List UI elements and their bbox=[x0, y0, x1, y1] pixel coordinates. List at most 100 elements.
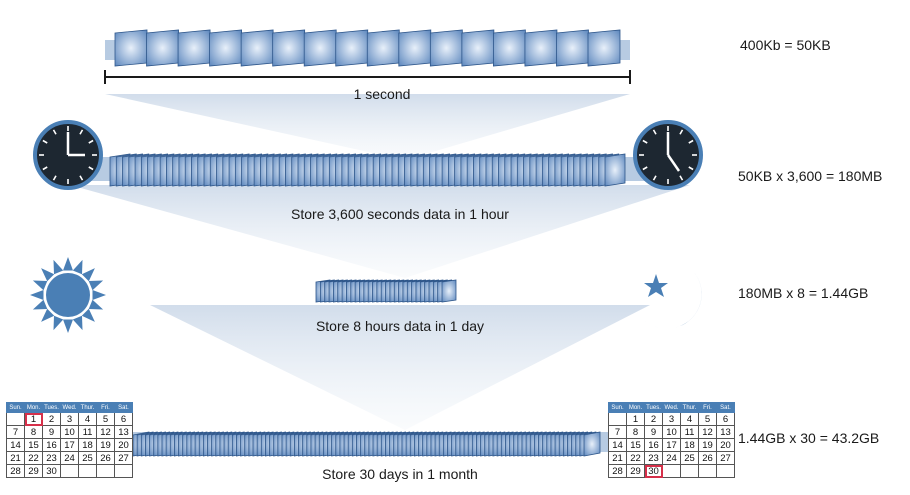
calendar-day: 5 bbox=[96, 412, 115, 426]
calendar-day: 27 bbox=[716, 451, 735, 465]
calendar-day: 8 bbox=[626, 425, 645, 439]
formula-hour: 50KB x 3,600 = 180MB bbox=[738, 168, 883, 184]
clock-tick bbox=[42, 139, 48, 144]
second-bracket bbox=[104, 70, 631, 84]
sun-ray bbox=[81, 268, 95, 282]
sun-ray bbox=[30, 290, 44, 300]
calendar-day: 2 bbox=[42, 412, 61, 426]
calendar-day: 19 bbox=[96, 438, 115, 452]
clock-tick bbox=[642, 139, 648, 144]
video-frame bbox=[583, 431, 601, 457]
sun-ray bbox=[32, 299, 48, 310]
sun-ray bbox=[88, 280, 104, 291]
calendar-day bbox=[698, 464, 717, 478]
sun-ray bbox=[41, 308, 55, 322]
calendar-weekday: Sat. bbox=[114, 402, 133, 413]
video-frame bbox=[240, 29, 274, 67]
funnel-2 bbox=[70, 185, 690, 278]
calendar-day: 20 bbox=[114, 438, 133, 452]
clock-tick bbox=[652, 175, 657, 181]
calendar-day: 8 bbox=[24, 425, 43, 439]
calendar-day: 3 bbox=[662, 412, 681, 426]
sun-ray bbox=[88, 299, 104, 310]
calendar-weekday: Mon. bbox=[626, 402, 645, 413]
calendar-day: 29 bbox=[24, 464, 43, 478]
video-frame bbox=[587, 29, 621, 67]
video-frame bbox=[604, 153, 626, 187]
calendar-day bbox=[6, 412, 25, 426]
sun-ray bbox=[32, 280, 48, 291]
calendar-day bbox=[608, 412, 627, 426]
calendar-day: 20 bbox=[716, 438, 735, 452]
clock-tick bbox=[52, 129, 57, 135]
video-frame bbox=[114, 29, 148, 67]
formula-month: 1.44GB x 30 = 43.2GB bbox=[738, 430, 880, 446]
calendar-day: 7 bbox=[608, 425, 627, 439]
clock-tick bbox=[688, 166, 694, 171]
label-day: Store 8 hours data in 1 day bbox=[315, 318, 485, 334]
label-month: Store 30 days in 1 month bbox=[322, 466, 478, 482]
sun-ray bbox=[41, 268, 55, 282]
clock-icon bbox=[633, 120, 703, 190]
calendar-day: 26 bbox=[96, 451, 115, 465]
clock-tick bbox=[79, 129, 84, 135]
calendar-day: 16 bbox=[644, 438, 663, 452]
sun-ray bbox=[72, 315, 83, 331]
calendar-day: 24 bbox=[60, 451, 79, 465]
calendar-day: 4 bbox=[78, 412, 97, 426]
moon-star-icon bbox=[642, 270, 702, 329]
calendar-day: 23 bbox=[644, 451, 663, 465]
calendar-day: 12 bbox=[698, 425, 717, 439]
calendar-day: 28 bbox=[608, 464, 627, 478]
funnel-1 bbox=[105, 94, 630, 160]
calendar-day: 22 bbox=[24, 451, 43, 465]
calendar-day: 22 bbox=[626, 451, 645, 465]
calendar-weekday: Sat. bbox=[716, 402, 735, 413]
clock-tick bbox=[652, 129, 657, 135]
clock-tick bbox=[679, 129, 684, 135]
video-frame bbox=[209, 29, 243, 67]
sun-ray bbox=[81, 308, 95, 322]
clock-tick bbox=[88, 139, 94, 144]
calendar-day: 9 bbox=[644, 425, 663, 439]
frame-stack-day bbox=[315, 279, 457, 303]
calendar-day: 28 bbox=[6, 464, 25, 478]
calendar-day bbox=[680, 464, 699, 478]
calendar-day: 17 bbox=[662, 438, 681, 452]
clock-tick bbox=[688, 139, 694, 144]
frame-stack-month bbox=[132, 431, 601, 457]
calendar-day: 1 bbox=[24, 412, 43, 426]
sun-icon bbox=[30, 257, 106, 333]
video-frame bbox=[492, 29, 526, 67]
calendar-day bbox=[78, 464, 97, 478]
calendar-weekday: Thur. bbox=[78, 402, 97, 413]
calendar-day: 10 bbox=[60, 425, 79, 439]
calendar-weekday: Fri. bbox=[698, 402, 717, 413]
calendar-day: 15 bbox=[626, 438, 645, 452]
calendar-day: 18 bbox=[680, 438, 699, 452]
calendar-day: 27 bbox=[114, 451, 133, 465]
calendar-day: 21 bbox=[6, 451, 25, 465]
calendar-day: 26 bbox=[698, 451, 717, 465]
calendar-day bbox=[662, 464, 681, 478]
video-frame bbox=[303, 29, 337, 67]
calendar-day: 11 bbox=[680, 425, 699, 439]
calendar-day: 30 bbox=[644, 464, 663, 478]
calendar-day: 13 bbox=[114, 425, 133, 439]
video-frame bbox=[177, 29, 211, 67]
video-frame bbox=[146, 29, 179, 67]
calendar-day: 9 bbox=[42, 425, 61, 439]
sun-ray bbox=[72, 259, 83, 275]
calendar-day bbox=[96, 464, 115, 478]
clock-tick bbox=[679, 175, 684, 181]
calendar-day: 14 bbox=[608, 438, 627, 452]
label-hour: Store 3,600 seconds data in 1 hour bbox=[291, 206, 509, 222]
formula-second: 400Kb = 50KB bbox=[740, 37, 831, 53]
clock-icon bbox=[33, 120, 103, 190]
calendar-day: 11 bbox=[78, 425, 97, 439]
calendar-weekday: Thur. bbox=[680, 402, 699, 413]
calendar-day: 3 bbox=[60, 412, 79, 426]
calendar-day: 19 bbox=[698, 438, 717, 452]
